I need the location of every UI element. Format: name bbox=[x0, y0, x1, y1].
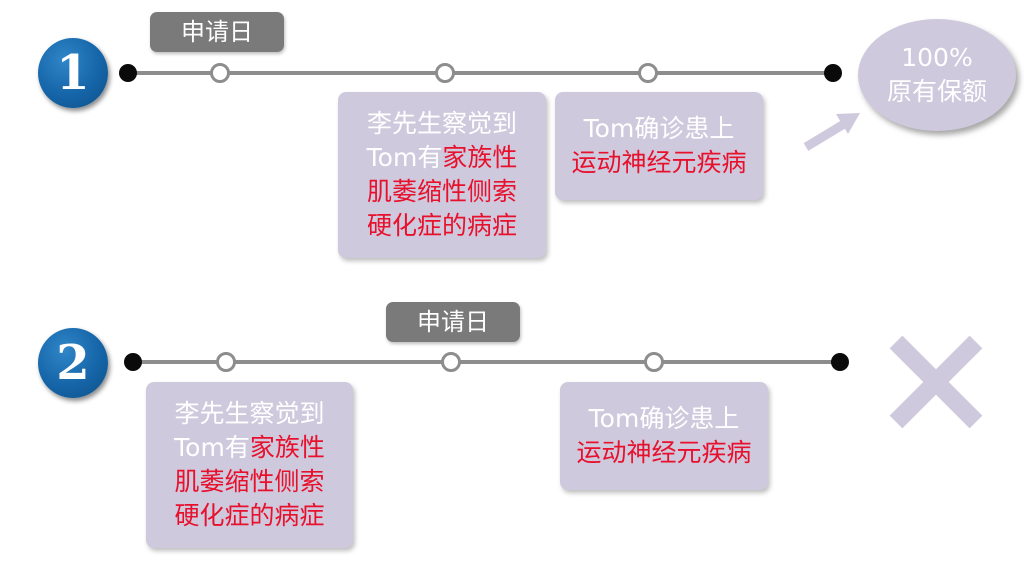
arrow-up-right-icon bbox=[803, 113, 860, 151]
timeline-1-line bbox=[128, 71, 834, 75]
benefit-percent: 100% bbox=[901, 43, 973, 72]
symptom-text-plain: Tom有 bbox=[174, 433, 250, 462]
diagnosis-line-2: 运动神经元疾病 bbox=[576, 438, 752, 467]
timeline-2-node bbox=[441, 352, 461, 372]
application-date-tag-2: 申请日 bbox=[386, 302, 520, 342]
cross-icon bbox=[889, 335, 983, 429]
timeline-2-node bbox=[644, 352, 664, 372]
diagnosis-line-2: 运动神经元疾病 bbox=[571, 148, 747, 177]
timeline-2-node bbox=[216, 352, 236, 372]
diagnosis-line-1: Tom确诊患上 bbox=[588, 404, 740, 433]
step-1-badge: 1 bbox=[38, 38, 108, 108]
diagnosis-line-1: Tom确诊患上 bbox=[583, 114, 735, 143]
benefit-label: 原有保额 bbox=[886, 77, 987, 106]
symptom-line-2: Tom有家族性 bbox=[146, 431, 353, 465]
timeline-1-node bbox=[435, 63, 455, 83]
step-2-number: 2 bbox=[56, 335, 90, 391]
symptom-text-highlight: 家族性 bbox=[249, 433, 325, 462]
symptom-line-1: 李先生察觉到 bbox=[174, 399, 325, 428]
symptom-box-1: 李先生察觉到 Tom有家族性 肌萎缩性侧索 硬化症的病症 bbox=[338, 92, 546, 258]
symptom-line-4: 硬化症的病症 bbox=[174, 501, 325, 530]
symptom-box-2: 李先生察觉到 Tom有家族性 肌萎缩性侧索 硬化症的病症 bbox=[146, 382, 353, 548]
timeline-2-start-dot bbox=[124, 353, 142, 371]
timeline-2-line bbox=[133, 360, 841, 364]
symptom-line-3: 肌萎缩性侧索 bbox=[174, 467, 325, 496]
step-2-badge: 2 bbox=[38, 328, 108, 398]
timeline-1-start-dot bbox=[119, 64, 137, 82]
timeline-1-node bbox=[638, 63, 658, 83]
symptom-text-plain: Tom有 bbox=[366, 143, 443, 172]
symptom-line-1: 李先生察觉到 bbox=[366, 109, 517, 138]
symptom-line-4: 硬化症的病症 bbox=[366, 211, 517, 240]
symptom-line-3: 肌萎缩性侧索 bbox=[366, 177, 517, 206]
application-date-label: 申请日 bbox=[417, 308, 489, 336]
application-date-label: 申请日 bbox=[181, 18, 253, 46]
application-date-tag-1: 申请日 bbox=[150, 12, 284, 52]
timeline-1-end-dot bbox=[824, 64, 842, 82]
step-1-number: 1 bbox=[56, 45, 90, 101]
diagnosis-box-1: Tom确诊患上 运动神经元疾病 bbox=[555, 92, 763, 200]
timeline-1-node bbox=[210, 63, 230, 83]
symptom-text-highlight: 家族性 bbox=[442, 143, 518, 172]
symptom-line-2: Tom有家族性 bbox=[338, 141, 546, 175]
diagnosis-box-2: Tom确诊患上 运动神经元疾病 bbox=[560, 382, 768, 490]
timeline-2-end-dot bbox=[831, 353, 849, 371]
benefit-result-ellipse: 100% 原有保额 bbox=[858, 19, 1016, 131]
